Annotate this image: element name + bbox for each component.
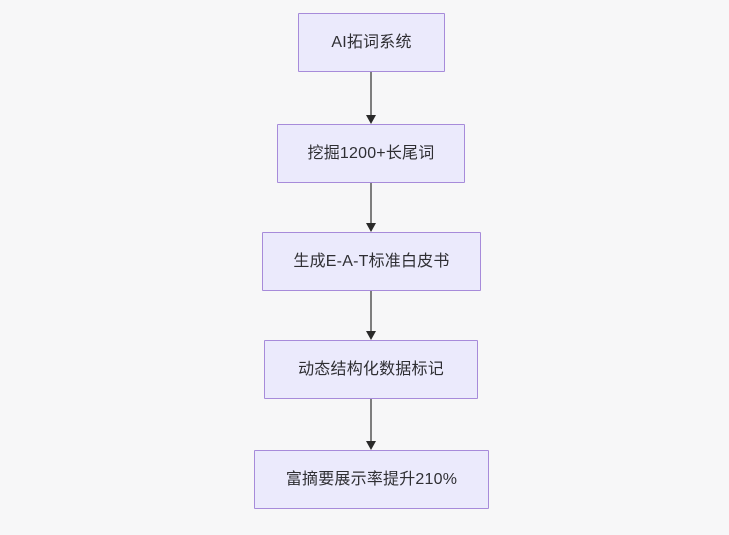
edge-n2-n3 — [370, 183, 372, 223]
arrowhead-n2-n3 — [366, 223, 376, 232]
node-label: 生成E-A-T标准白皮书 — [293, 252, 450, 270]
node-label: 富摘要展示率提升210% — [285, 470, 458, 488]
flowchart-node-longtail-mining[interactable]: 挖掘1200+长尾词 — [277, 124, 465, 183]
arrowhead-n1-n2 — [366, 115, 376, 124]
flowchart-node-eat-whitepaper[interactable]: 生成E-A-T标准白皮书 — [262, 232, 481, 291]
edge-n3-n4 — [370, 291, 372, 331]
arrowhead-n4-n5 — [366, 441, 376, 450]
node-label: 动态结构化数据标记 — [298, 360, 444, 378]
edge-n4-n5 — [370, 399, 372, 441]
arrowhead-n3-n4 — [366, 331, 376, 340]
flowchart-node-rich-snippet-result[interactable]: 富摘要展示率提升210% — [254, 450, 489, 509]
flowchart-node-structured-data-markup[interactable]: 动态结构化数据标记 — [264, 340, 478, 399]
flowchart-node-ai-keyword-system[interactable]: AI拓词系统 — [298, 13, 445, 72]
edge-n1-n2 — [370, 72, 372, 115]
node-label: 挖掘1200+长尾词 — [307, 144, 435, 162]
node-label: AI拓词系统 — [331, 33, 412, 51]
